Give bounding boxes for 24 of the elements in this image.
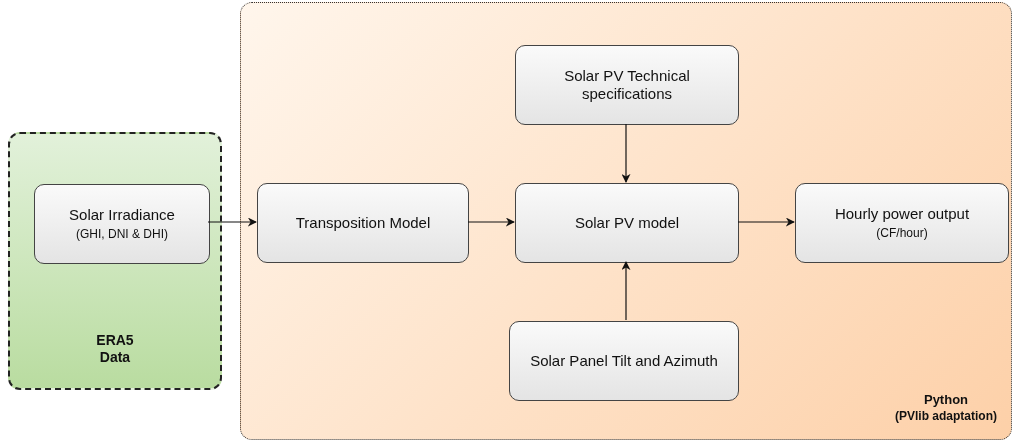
arrow <box>207 217 257 227</box>
arrow <box>737 217 795 227</box>
box-label: Solar PV model <box>573 214 681 232</box>
process-box <box>257 183 469 263</box>
group-title: ERA5 Data <box>95 332 135 366</box>
box-label: Solar PV Technical specifications <box>563 67 691 103</box>
process-box <box>509 321 739 401</box>
group-panel <box>240 2 1012 440</box>
process-box <box>795 183 1009 263</box>
box-label: Hourly power output <box>833 205 971 223</box>
process-box <box>515 45 739 125</box>
arrow <box>467 217 515 227</box>
arrow <box>621 261 631 321</box>
arrow <box>621 123 631 183</box>
box-label: Transposition Model <box>294 214 432 232</box>
process-box <box>515 183 739 263</box>
box-sublabel: (CF/hour) <box>875 225 929 241</box>
box-label: Solar Irradiance <box>68 206 176 224</box>
box-sublabel: (GHI, DNI & DHI) <box>75 226 169 242</box>
group-title: Python <box>923 391 969 408</box>
box-label: Solar Panel Tilt and Azimuth <box>529 352 719 370</box>
group-panel <box>8 132 222 390</box>
process-box <box>34 184 210 264</box>
group-subtitle: (PVlib adaptation) <box>895 408 997 425</box>
